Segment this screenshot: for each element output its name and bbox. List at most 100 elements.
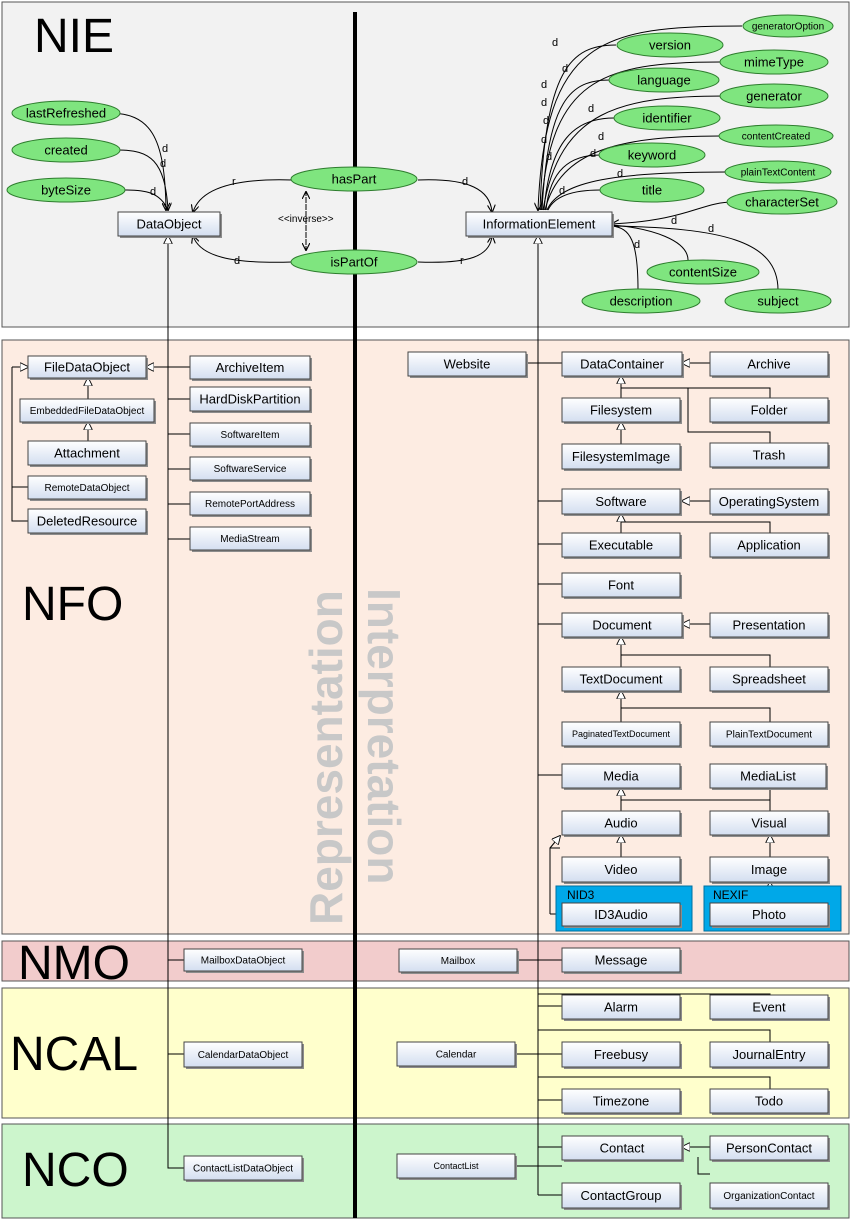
box-frame <box>561 1088 681 1114</box>
class-box-label: ID3Audio <box>594 907 647 922</box>
box-frame <box>561 763 681 789</box>
class-box-message: Message <box>561 947 682 974</box>
class-box-filesystem: Filesystem <box>561 397 682 424</box>
edge-label: d <box>160 158 166 170</box>
ellipse-shape <box>646 259 760 285</box>
box-frame <box>189 491 311 516</box>
ellipse-shape <box>290 249 418 275</box>
box-frame <box>561 1182 681 1209</box>
ellipse-label: isPartOf <box>331 255 378 270</box>
class-box-trash: Trash <box>709 442 830 469</box>
nexif-label: NEXIF <box>713 888 748 902</box>
ellipse-label: created <box>44 143 87 158</box>
box-frame <box>183 948 303 972</box>
class-box-label: HardDiskPartition <box>199 392 300 407</box>
box-frame <box>709 902 829 927</box>
property-ellipse-content-size: contentSize <box>646 259 760 285</box>
class-box-label: Calendar <box>436 1050 477 1061</box>
box-frame <box>561 810 681 836</box>
box-frame <box>709 351 829 377</box>
watermark-interpretation: Interpretation <box>358 588 410 884</box>
edge-label: r <box>460 255 464 267</box>
ellipse-label: keyword <box>628 148 676 163</box>
class-box-media-list: MediaList <box>709 763 828 790</box>
box-frame <box>27 475 147 500</box>
class-box-visual: Visual <box>709 810 830 837</box>
box-frame <box>561 443 681 470</box>
class-box-freebusy: Freebusy <box>561 1041 682 1069</box>
section-title-ncal: NCAL <box>10 1028 138 1081</box>
ellipse-label: description <box>610 294 673 309</box>
property-ellipse-character-set: characterSet <box>726 189 838 215</box>
class-box-label: OrganizationContact <box>723 1191 814 1202</box>
class-box-label: Photo <box>752 907 786 922</box>
section-title-nmo: NMO <box>18 937 130 990</box>
class-box-presentation: Presentation <box>709 612 830 639</box>
class-box-media: Media <box>561 763 682 790</box>
box-frame <box>189 386 311 412</box>
box-frame <box>561 947 681 973</box>
class-box-label: ContactList <box>433 1161 479 1171</box>
class-box-label: MediaStream <box>220 534 279 545</box>
box-frame <box>709 721 829 747</box>
ellipse-label: contentCreated <box>742 132 810 143</box>
class-box-id3audio: ID3Audio <box>561 902 682 928</box>
class-box-software: Software <box>561 488 682 516</box>
box-frame <box>709 666 829 692</box>
class-box-label: Alarm <box>604 1000 638 1015</box>
edge-label: d <box>671 215 677 227</box>
class-box-label: MailboxDataObject <box>201 956 286 967</box>
class-box-label: Video <box>604 862 637 877</box>
box-frame <box>396 1153 516 1179</box>
property-ellipse-is-part-of: isPartOf <box>290 249 418 275</box>
box-frame <box>561 666 681 692</box>
ellipse-shape <box>599 177 705 203</box>
property-ellipse-created: created <box>11 137 121 163</box>
edge-label: d <box>617 168 623 180</box>
box-frame <box>561 612 683 638</box>
nid3-label: NID3 <box>567 888 595 902</box>
property-ellipse-identifier: identifier <box>613 105 721 131</box>
class-box-software-service: SoftwareService <box>189 456 312 482</box>
inverse-label: <<inverse>> <box>278 214 334 225</box>
ellipse-shape <box>290 166 418 192</box>
edge-label: d <box>541 97 547 109</box>
class-box-label: InformationElement <box>483 217 596 232</box>
box-frame <box>465 211 613 237</box>
class-box-label: RemotePortAddress <box>205 499 295 510</box>
class-box-label: Archive <box>747 357 790 372</box>
ellipse-label: mimeType <box>744 55 804 70</box>
edge-label: d <box>708 223 714 235</box>
class-box-archive: Archive <box>709 351 830 378</box>
class-box-contact: Contact <box>561 1135 684 1162</box>
ellipse-shape <box>616 32 724 58</box>
box-frame <box>561 721 681 747</box>
class-box-label: Freebusy <box>594 1047 649 1062</box>
property-ellipse-byte-size: byteSize <box>6 177 126 203</box>
class-box-remote-port-address: RemotePortAddress <box>189 491 312 517</box>
ellipse-label: generator <box>746 89 802 104</box>
class-box-contact-list: ContactList <box>396 1153 517 1180</box>
class-box-operating-system: OperatingSystem <box>709 488 830 516</box>
class-box-label: PersonContact <box>726 1141 812 1156</box>
edge-label: r <box>232 176 236 188</box>
class-box-remote-data-object: RemoteDataObject <box>27 475 148 501</box>
edge-label: d <box>562 63 568 75</box>
edge-label: d <box>541 79 547 91</box>
box-frame <box>709 763 827 789</box>
ellipse-shape <box>742 14 834 38</box>
class-box-paginated-text-document: PaginatedTextDocument <box>561 721 682 748</box>
property-ellipse-has-part: hasPart <box>290 166 418 192</box>
class-box-label: CalendarDataObject <box>198 1050 289 1061</box>
property-ellipse-version: version <box>616 32 724 58</box>
property-ellipse-description: description <box>581 288 701 314</box>
box-frame <box>27 508 147 534</box>
class-box-label: DeletedResource <box>37 514 137 529</box>
class-box-label: DataObject <box>136 217 201 232</box>
box-frame <box>561 397 681 423</box>
box-frame <box>561 994 681 1020</box>
edge-label: d <box>150 186 156 198</box>
box-frame <box>709 612 829 638</box>
box-frame <box>19 398 155 423</box>
